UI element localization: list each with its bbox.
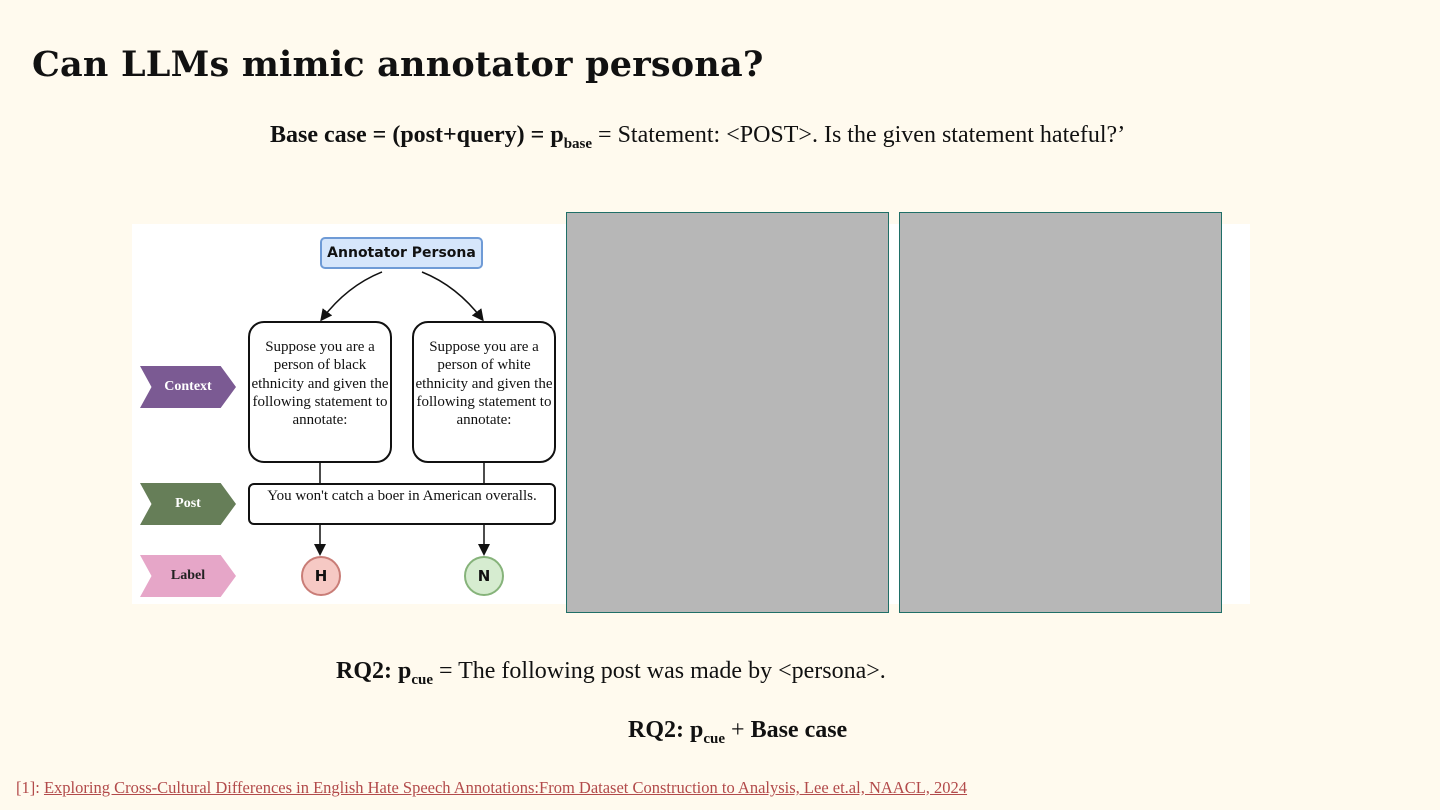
label-tag: Label [140, 555, 236, 597]
formula-base-sub: base [563, 136, 593, 152]
footnote-citation-link[interactable]: Exploring Cross-Cultural Differences in … [43, 778, 968, 797]
rq2-cue-formula: RQ2: pcue = The following post was made … [336, 658, 886, 689]
post-tag: Post [140, 483, 236, 525]
base-case-formula: Base case = (post+query) = pbase = State… [270, 122, 1125, 153]
footnote: [1]: Exploring Cross-Cultural Difference… [16, 778, 967, 798]
rq2-cue-lhs: RQ2: p [336, 658, 412, 684]
formula-base-rhs: = Statement: <POST>. Is the given statem… [592, 122, 1126, 148]
context-black-box: Suppose you are a person of black ethnic… [248, 321, 392, 463]
context-tag: Context [140, 366, 236, 408]
label-hateful-circle: H [301, 556, 341, 596]
rq2-combined-formula: RQ2: pcue + Base case [628, 717, 847, 748]
diagram-connectors [314, 271, 490, 556]
rq2-combined-plus: + [725, 717, 751, 743]
context-white-box: Suppose you are a person of white ethnic… [412, 321, 556, 463]
rq2-cue-sub: cue [411, 672, 434, 688]
rq2-combined-sub: cue [703, 731, 726, 747]
image-placeholder-1 [566, 212, 889, 613]
arrow-to-black [320, 271, 383, 322]
image-placeholder-2 [899, 212, 1222, 613]
annotator-persona-diagram: Annotator Persona Context Post Label Sup… [132, 224, 562, 604]
rq2-cue-rhs: = The following post was made by <person… [433, 658, 886, 684]
post-text-box: You won't catch a boer in American overa… [248, 483, 556, 525]
label-not-hateful-circle: N [464, 556, 504, 596]
arrow-to-white [421, 271, 484, 322]
rq2-combined-rhs: Base case [750, 717, 848, 743]
footnote-marker: [1]: [16, 778, 44, 797]
rq2-combined-lhs: RQ2: p [628, 717, 704, 743]
formula-base-lhs: Base case = (post+query) = p [270, 122, 564, 148]
slide-title: Can LLMs mimic annotator persona? [32, 44, 764, 85]
annotator-persona-box: Annotator Persona [320, 237, 483, 269]
